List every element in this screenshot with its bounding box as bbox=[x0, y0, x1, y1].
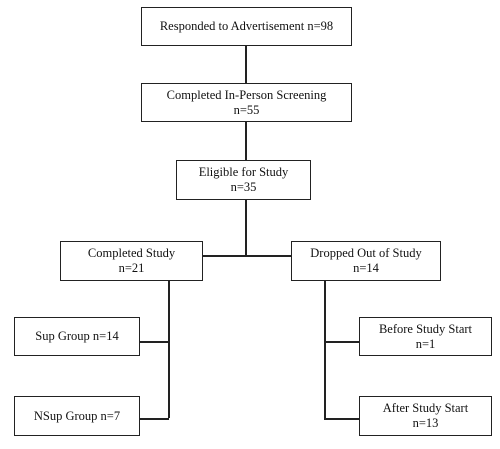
connector-split-horizontal bbox=[203, 255, 291, 257]
connector-dropped-trunk bbox=[324, 281, 326, 418]
connector-completed-trunk bbox=[168, 281, 170, 418]
completed-count: n=21 bbox=[118, 261, 145, 275]
connector-screening-eligible bbox=[245, 122, 247, 160]
connector-responded-screening bbox=[245, 46, 247, 83]
dropped-label: Dropped Out of Study bbox=[310, 246, 422, 260]
responded-label: Responded to Advertisement n=98 bbox=[159, 19, 334, 33]
eligible-count: n=35 bbox=[230, 180, 257, 194]
sup-group-box: Sup Group n=14 bbox=[14, 317, 140, 356]
before-start-label: Before Study Start bbox=[378, 321, 473, 336]
dropped-box: Dropped Out of Study n=14 bbox=[291, 241, 441, 281]
screening-label: Completed In-Person Screening bbox=[166, 87, 327, 102]
completed-label: Completed Study bbox=[87, 246, 176, 260]
connector-to-before bbox=[324, 341, 359, 343]
completed-box: Completed Study n=21 bbox=[60, 241, 203, 281]
before-start-count: n=1 bbox=[415, 336, 436, 351]
after-start-count: n=13 bbox=[412, 416, 439, 430]
after-start-box: After Study Start n=13 bbox=[359, 396, 492, 436]
connector-to-after bbox=[324, 418, 359, 420]
eligible-box: Eligible for Study n=35 bbox=[176, 160, 311, 200]
nsup-group-label: NSup Group n=7 bbox=[33, 408, 121, 423]
eligible-label: Eligible for Study bbox=[198, 165, 289, 179]
dropped-count: n=14 bbox=[353, 261, 379, 275]
sup-group-label: Sup Group n=14 bbox=[35, 329, 119, 343]
responded-box: Responded to Advertisement n=98 bbox=[141, 7, 352, 46]
before-start-box: Before Study Start n=1 bbox=[359, 317, 492, 356]
connector-to-nsup bbox=[140, 418, 169, 420]
connector-to-sup bbox=[140, 341, 169, 343]
after-start-label: After Study Start bbox=[382, 401, 469, 415]
connector-eligible-split bbox=[245, 200, 247, 255]
nsup-group-box: NSup Group n=7 bbox=[14, 396, 140, 436]
screening-box: Completed In-Person Screening n=55 bbox=[141, 83, 352, 122]
screening-count: n=55 bbox=[233, 102, 260, 117]
